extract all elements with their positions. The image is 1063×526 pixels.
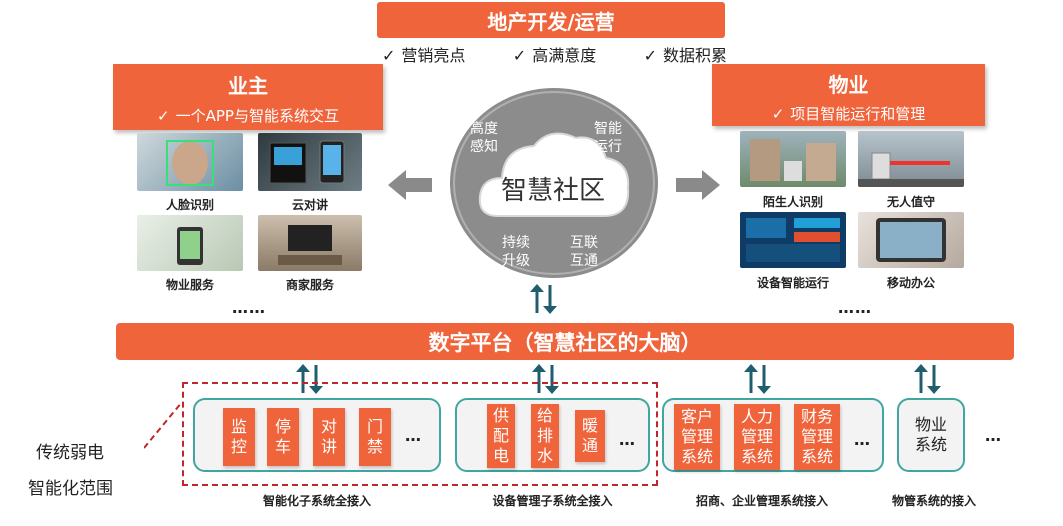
top-checks: ✓营销亮点 ✓高满意度 ✓数据积累	[382, 42, 727, 66]
tile-parking: 停 车	[267, 408, 299, 466]
face-scan-icon	[166, 140, 214, 186]
group-intelligent-subsystems: 监 控 停 车 对 讲 门 禁 …	[193, 398, 441, 472]
traditional-line1: 传统弱电	[36, 443, 104, 463]
cloud-icon	[478, 132, 630, 217]
arrow-left-icon	[388, 170, 432, 200]
living-room-icon	[278, 225, 342, 265]
property-box: 物业 ✓项目智能运行和管理	[712, 64, 985, 126]
ring-bottom-left: 持续 升级	[502, 235, 530, 269]
group-more: …	[619, 430, 635, 449]
property-more: ……	[838, 298, 872, 317]
check-item: ✓营销亮点	[382, 46, 466, 65]
group-more: …	[854, 430, 870, 449]
photo-caption: 设备智能运行	[756, 276, 829, 290]
property-title: 物业	[828, 73, 869, 97]
photo-caption: 商家服务	[285, 278, 334, 292]
owner-box: 业主 ✓一个APP与智能系统交互	[113, 64, 383, 130]
gate-barrier-icon	[858, 152, 964, 187]
intercom-phone-icon	[269, 140, 345, 184]
photo-caption: 人脸识别	[165, 198, 214, 212]
top-title: 地产开发/运营	[487, 9, 615, 34]
check-icon: ✓	[771, 105, 785, 123]
group-label: 招商、企业管理系统接入	[695, 494, 828, 508]
check-item: ✓数据积累	[643, 46, 727, 65]
owner-more: ……	[232, 298, 266, 317]
photo-face-recognition	[137, 133, 243, 191]
traditional-scope-frame	[182, 382, 658, 486]
group-equipment-subsystems: 供 配 电 给 排 水 暖 通 …	[455, 398, 650, 472]
building-icon	[750, 139, 836, 181]
bidirectional-arrow-icon	[914, 364, 941, 394]
arrow-right-icon	[676, 170, 720, 200]
photo-mobile-office	[858, 212, 964, 268]
scope-leader-line	[144, 401, 183, 449]
property-subtitle: ✓项目智能运行和管理	[771, 105, 926, 123]
check-item: ✓高满意度	[512, 46, 597, 65]
check-icon: ✓	[643, 46, 657, 65]
digital-platform-bar: 数字平台（智慧社区的大脑）	[116, 323, 1014, 360]
owner-title: 业主	[228, 74, 268, 98]
photo-caption: 物业服务	[165, 278, 214, 292]
tile-water: 给 排 水	[531, 404, 559, 468]
group-more: …	[405, 426, 421, 445]
group-label: 智能化子系统全接入	[262, 494, 371, 508]
tile-customer-management: 客户 管理 系统	[674, 404, 720, 470]
photo-property-service	[137, 215, 243, 271]
bidirectional-arrow-icon	[530, 284, 557, 314]
photo-unattended	[858, 131, 964, 187]
center-title: 智慧社区	[500, 176, 605, 206]
photo-caption: 移动办公	[886, 276, 935, 290]
tile-property-system: 物业 系统	[914, 415, 947, 454]
check-icon: ✓	[157, 107, 170, 125]
bidirectional-arrow-icon	[744, 364, 771, 394]
ring-bottom-right: 互联 互通	[570, 235, 598, 269]
tablet-icon	[876, 218, 946, 262]
traditional-line2: 智能化范围	[28, 479, 113, 499]
bidirectional-arrow-icon	[296, 364, 323, 394]
phone-hand-icon	[177, 227, 203, 265]
tile-access-control: 门 禁	[359, 408, 391, 466]
group-property-system: 物业 系统	[897, 398, 965, 472]
group-label: 物管系统的接入	[891, 494, 976, 508]
top-banner: 地产开发/运营	[377, 2, 725, 38]
bidirectional-arrow-icon	[532, 364, 559, 394]
photo-merchant-service	[258, 215, 362, 271]
ring-top-left: 高度 感知	[470, 121, 498, 155]
photo-cloud-intercom	[258, 133, 362, 191]
photo-equipment-operation	[740, 212, 846, 268]
dashboard-icon	[746, 218, 840, 262]
group-label: 设备管理子系统全接入	[492, 494, 613, 508]
tile-hvac: 暖 通	[575, 410, 605, 462]
tile-finance-management: 财务 管理 系统	[794, 404, 840, 470]
tile-monitoring: 监 控	[223, 408, 255, 466]
photo-caption: 无人值守	[886, 195, 935, 209]
tile-power-supply: 供 配 电	[487, 404, 515, 468]
group-enterprise-systems: 客户 管理 系统 人力 管理 系统 财务 管理 系统 …	[662, 398, 884, 472]
group-more: …	[985, 426, 1001, 445]
check-icon: ✓	[382, 46, 396, 65]
owner-subtitle: ✓一个APP与智能系统交互	[157, 107, 339, 125]
photo-caption: 陌生人识别	[762, 195, 823, 209]
photo-stranger-recognition	[740, 131, 846, 187]
tile-intercom: 对 讲	[313, 408, 345, 466]
tile-hr-management: 人力 管理 系统	[734, 404, 780, 470]
ring-top-right: 智能 运行	[594, 121, 622, 155]
check-icon: ✓	[512, 46, 527, 65]
photo-caption: 云对讲	[291, 198, 328, 212]
smart-community-diagram	[450, 88, 658, 278]
platform-title: 数字平台（智慧社区的大脑）	[428, 330, 702, 355]
